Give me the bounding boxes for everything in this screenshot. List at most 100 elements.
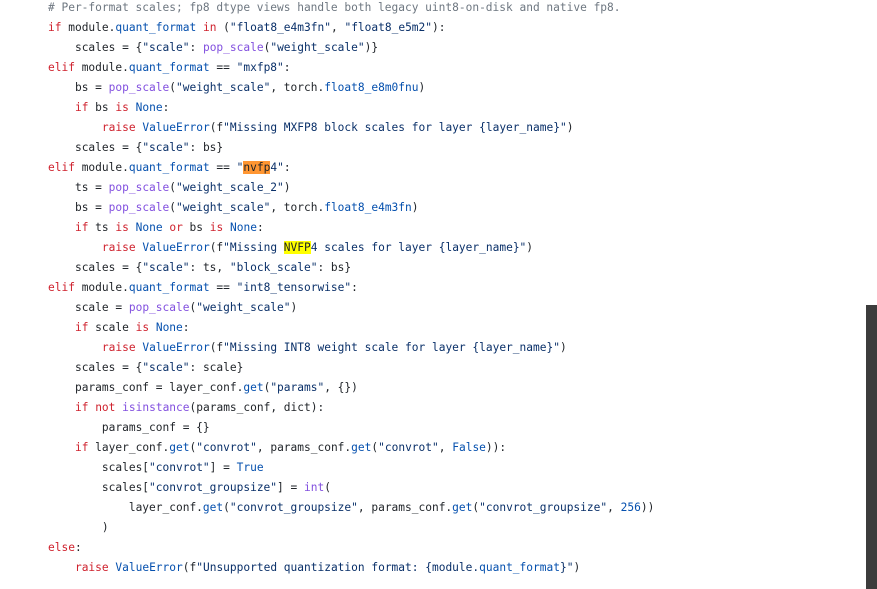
code-line: if scale is None: [48,318,654,338]
code-token: "convrot" [149,461,210,474]
code-token [149,321,156,334]
code-token: (params_conf, dict): [189,401,325,414]
code-token: params_conf = layer_conf. [74,381,244,394]
code-token: ) [101,521,109,534]
code-token [129,101,136,114]
code-token: , torch. [270,81,325,94]
code-token: , {}) [324,381,358,394]
code-token: ) [283,181,291,194]
code-token: : [182,321,190,334]
code-token: layer_conf. [88,441,170,454]
code-token: quant_format [128,61,210,74]
code-token: bs [88,101,116,114]
code-token: "block_scale" [229,261,318,274]
code-token: (f [209,121,224,134]
code-token: "Missing [223,241,284,254]
code-token: True [236,461,264,474]
code-line: scale = pop_scale("weight_scale") [48,298,654,318]
code-token: not [95,401,116,414]
code-token: None [135,101,163,114]
code-token: "int8_tensorwise" [236,281,352,294]
code-token: ) [573,561,581,574]
code-token: (f [209,341,224,354]
code-token: )} [364,41,379,54]
code-token: (f [209,241,224,254]
code-line: scales = {"scale": bs} [48,138,654,158]
code-token: is [115,221,129,234]
code-token: ] = [209,461,237,474]
code-line: elif module.quant_format == "mxfp8": [48,58,654,78]
code-token: get [243,381,264,394]
code-line: raise ValueError(f"Missing NVFP4 scales … [48,238,654,258]
code-token: scales = { [74,41,143,54]
code-token: if [74,441,89,454]
code-token: int [303,481,325,494]
code-token: None [230,221,257,234]
code-token: is [135,321,150,334]
code-token: " [236,161,244,174]
code-line: scales["convrot_groupsize"] = int( [48,478,654,498]
code-token: None [155,321,183,334]
scrollbar-thumb[interactable] [866,305,877,589]
search-current-match: nvfp [243,161,271,174]
code-line: if bs is None: [48,98,654,118]
code-token: , [607,501,621,514]
code-token: ) [566,121,574,134]
code-token: bs [182,221,210,234]
code-line: elif module.quant_format == "nvfp4": [48,158,654,178]
code-token: "float8_e5m2" [344,21,433,34]
code-token: pop_scale [128,301,190,314]
code-token: ValueError [142,121,210,134]
code-token: ( [263,41,271,54]
code-token: "Missing MXFP8 block scales for layer {l… [223,121,567,134]
code-token: ) [526,241,534,254]
code-token: )): [485,441,507,454]
code-token: "Unsupported quantization format: {modul… [196,561,480,574]
code-token [129,221,136,234]
code-token: isinstance [122,401,190,414]
code-token: scales = { [74,261,143,274]
code-token: in [202,21,217,34]
code-token: "convrot_groupsize" [229,501,358,514]
code-token: "convrot_groupsize" [149,481,278,494]
code-token: module. [74,281,129,294]
code-token [196,21,203,34]
code-line: else: [48,538,654,558]
code-token: ) [559,341,567,354]
code-token: ( [169,201,177,214]
code-token: else [48,541,75,554]
code-token: : [256,221,264,234]
code-token: : ts, [189,261,230,274]
code-line: raise ValueError(f"Missing MXFP8 block s… [48,118,654,138]
code-token: == [209,61,237,74]
code-token: : [189,41,203,54]
code-token: , torch. [270,201,325,214]
code-token: raise [101,241,136,254]
code-token: "weight_scale" [270,41,365,54]
code-token: "weight_scale" [176,201,271,214]
code-token: get [202,501,224,514]
code-token: "convrot" [378,441,439,454]
code-token: ValueError [142,341,210,354]
vertical-scrollbar[interactable] [866,0,877,589]
code-token: ) [290,301,298,314]
code-token: module. [74,61,129,74]
code-token: get [169,441,190,454]
code-token: elif [48,281,75,294]
code-token: raise [101,121,136,134]
code-token: # Per-format scales; fp8 dtype views han… [48,1,621,14]
code-line: bs = pop_scale("weight_scale", torch.flo… [48,78,654,98]
code-token: "params" [270,381,325,394]
code-token: module. [61,21,116,34]
code-token: "mxfp8" [236,61,284,74]
code-token: scales = { [74,361,143,374]
code-token: , [438,441,453,454]
code-token: ( [371,441,379,454]
code-token: : scale} [189,361,244,374]
code-token: "weight_scale" [176,81,271,94]
code-token: ts = [74,181,109,194]
code-token: ) [418,81,426,94]
code-token: (f [182,561,197,574]
code-token: elif [48,61,75,74]
